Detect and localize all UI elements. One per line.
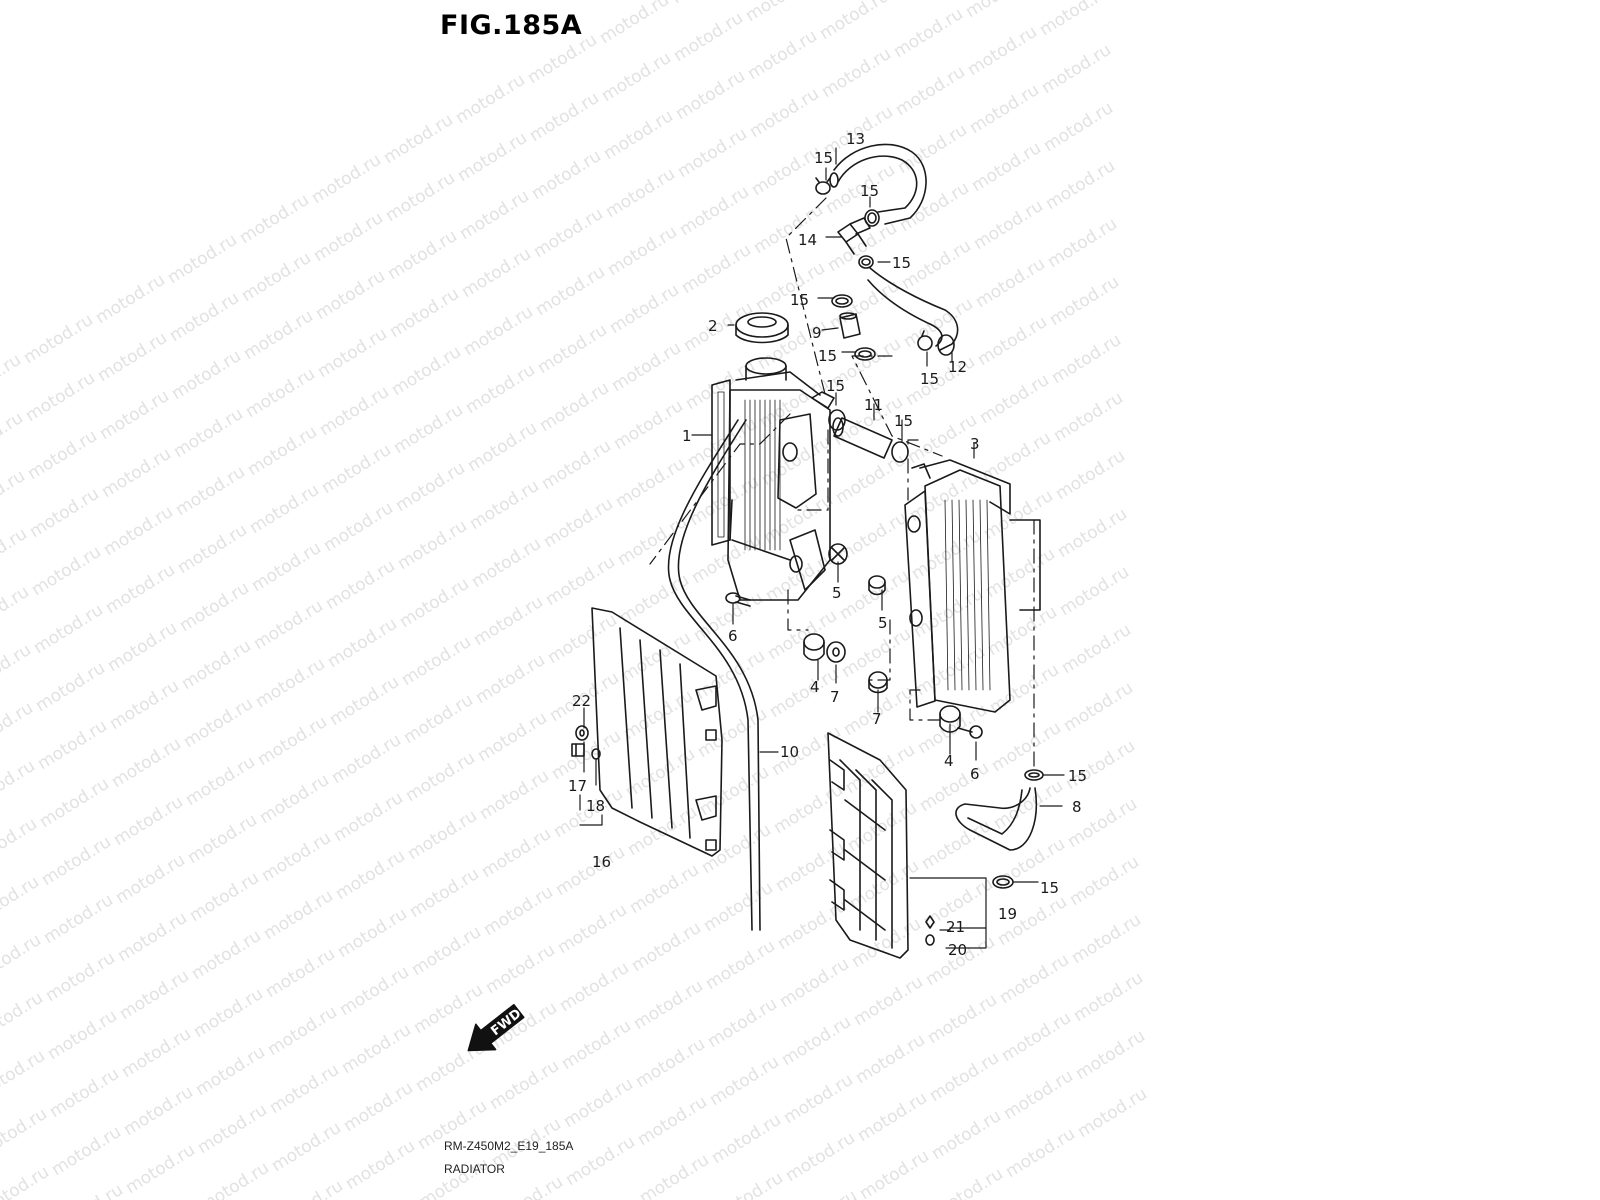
bolt-6-b: [957, 725, 983, 739]
callout-15: 15: [814, 149, 833, 167]
callout-22: 22: [572, 692, 591, 710]
joint-14: [837, 217, 871, 255]
callout-2: 2: [708, 317, 718, 335]
collar-7-a: [826, 641, 846, 663]
clamp-15-d: [917, 330, 933, 351]
bolt-6-a: [725, 592, 751, 607]
nut-22: [575, 725, 589, 741]
callout-14: 14: [798, 231, 817, 249]
washer-18: [591, 748, 601, 760]
callout-15: 15: [826, 377, 845, 395]
shroud-left-16: [591, 607, 723, 857]
callout-4: 4: [810, 678, 820, 696]
clamp-15-c: [858, 255, 874, 269]
callout-1: 1: [682, 427, 692, 445]
radiator-right-3: [904, 459, 1041, 713]
pipe-10: [667, 419, 761, 931]
radiator-left-1: [711, 357, 835, 601]
clamp-15-g: [828, 409, 846, 431]
figure-title: RADIATOR: [444, 1162, 505, 1176]
clamp-15-a: [815, 177, 831, 195]
callout-6: 6: [970, 765, 980, 783]
callout-13: 13: [846, 130, 865, 148]
callout-6: 6: [728, 627, 738, 645]
clamp-15-i: [1024, 769, 1044, 781]
callout-4: 4: [944, 752, 954, 770]
callout-7: 7: [830, 688, 840, 706]
grommet-5-a: [828, 543, 848, 565]
callout-18: 18: [586, 797, 605, 815]
clamp-15-f: [854, 347, 876, 361]
callout-17: 17: [568, 777, 587, 795]
hose-8: [955, 787, 1038, 851]
nut-20: [925, 934, 935, 946]
callout-12: 12: [948, 358, 967, 376]
callout-3: 3: [970, 435, 980, 453]
figure-number: FIG.185A: [440, 10, 583, 41]
callout-15: 15: [920, 370, 939, 388]
callout-15: 15: [894, 412, 913, 430]
callout-15: 15: [790, 291, 809, 309]
callout-15: 15: [860, 182, 879, 200]
callout-10: 10: [780, 743, 799, 761]
hose-13: [829, 143, 927, 225]
callout-15: 15: [1040, 879, 1059, 897]
hose-12: [867, 267, 959, 356]
screw-21: [925, 915, 935, 929]
shroud-right-19: [827, 732, 909, 959]
grommet-5-b: [868, 575, 886, 596]
callout-8: 8: [1072, 798, 1082, 816]
callout-20: 20: [948, 941, 967, 959]
hose-11: [832, 417, 893, 459]
callout-19: 19: [998, 905, 1017, 923]
clamp-15-b: [864, 209, 880, 227]
callout-9: 9: [812, 324, 822, 342]
radiator-cap-2: [735, 312, 789, 344]
fwd-arrow-icon: FWD: [467, 1003, 525, 1052]
callout-11: 11: [864, 396, 883, 414]
figure-code: RM-Z450M2_E19_185A: [444, 1139, 574, 1153]
callout-5: 5: [832, 584, 842, 602]
hose-9: [839, 312, 861, 339]
callout-21: 21: [946, 918, 965, 936]
clamp-15-j: [992, 875, 1014, 889]
leader-lines: [579, 147, 1065, 949]
callout-5: 5: [878, 614, 888, 632]
callout-15: 15: [1068, 767, 1087, 785]
clamp-15-e: [831, 294, 853, 308]
callout-7: 7: [872, 710, 882, 728]
callout-15: 15: [892, 254, 911, 272]
clamp-15-h: [891, 441, 909, 463]
clip-17: [571, 743, 585, 757]
cushion-4-a: [803, 633, 825, 661]
callout-16: 16: [592, 853, 611, 871]
callout-15: 15: [818, 347, 837, 365]
